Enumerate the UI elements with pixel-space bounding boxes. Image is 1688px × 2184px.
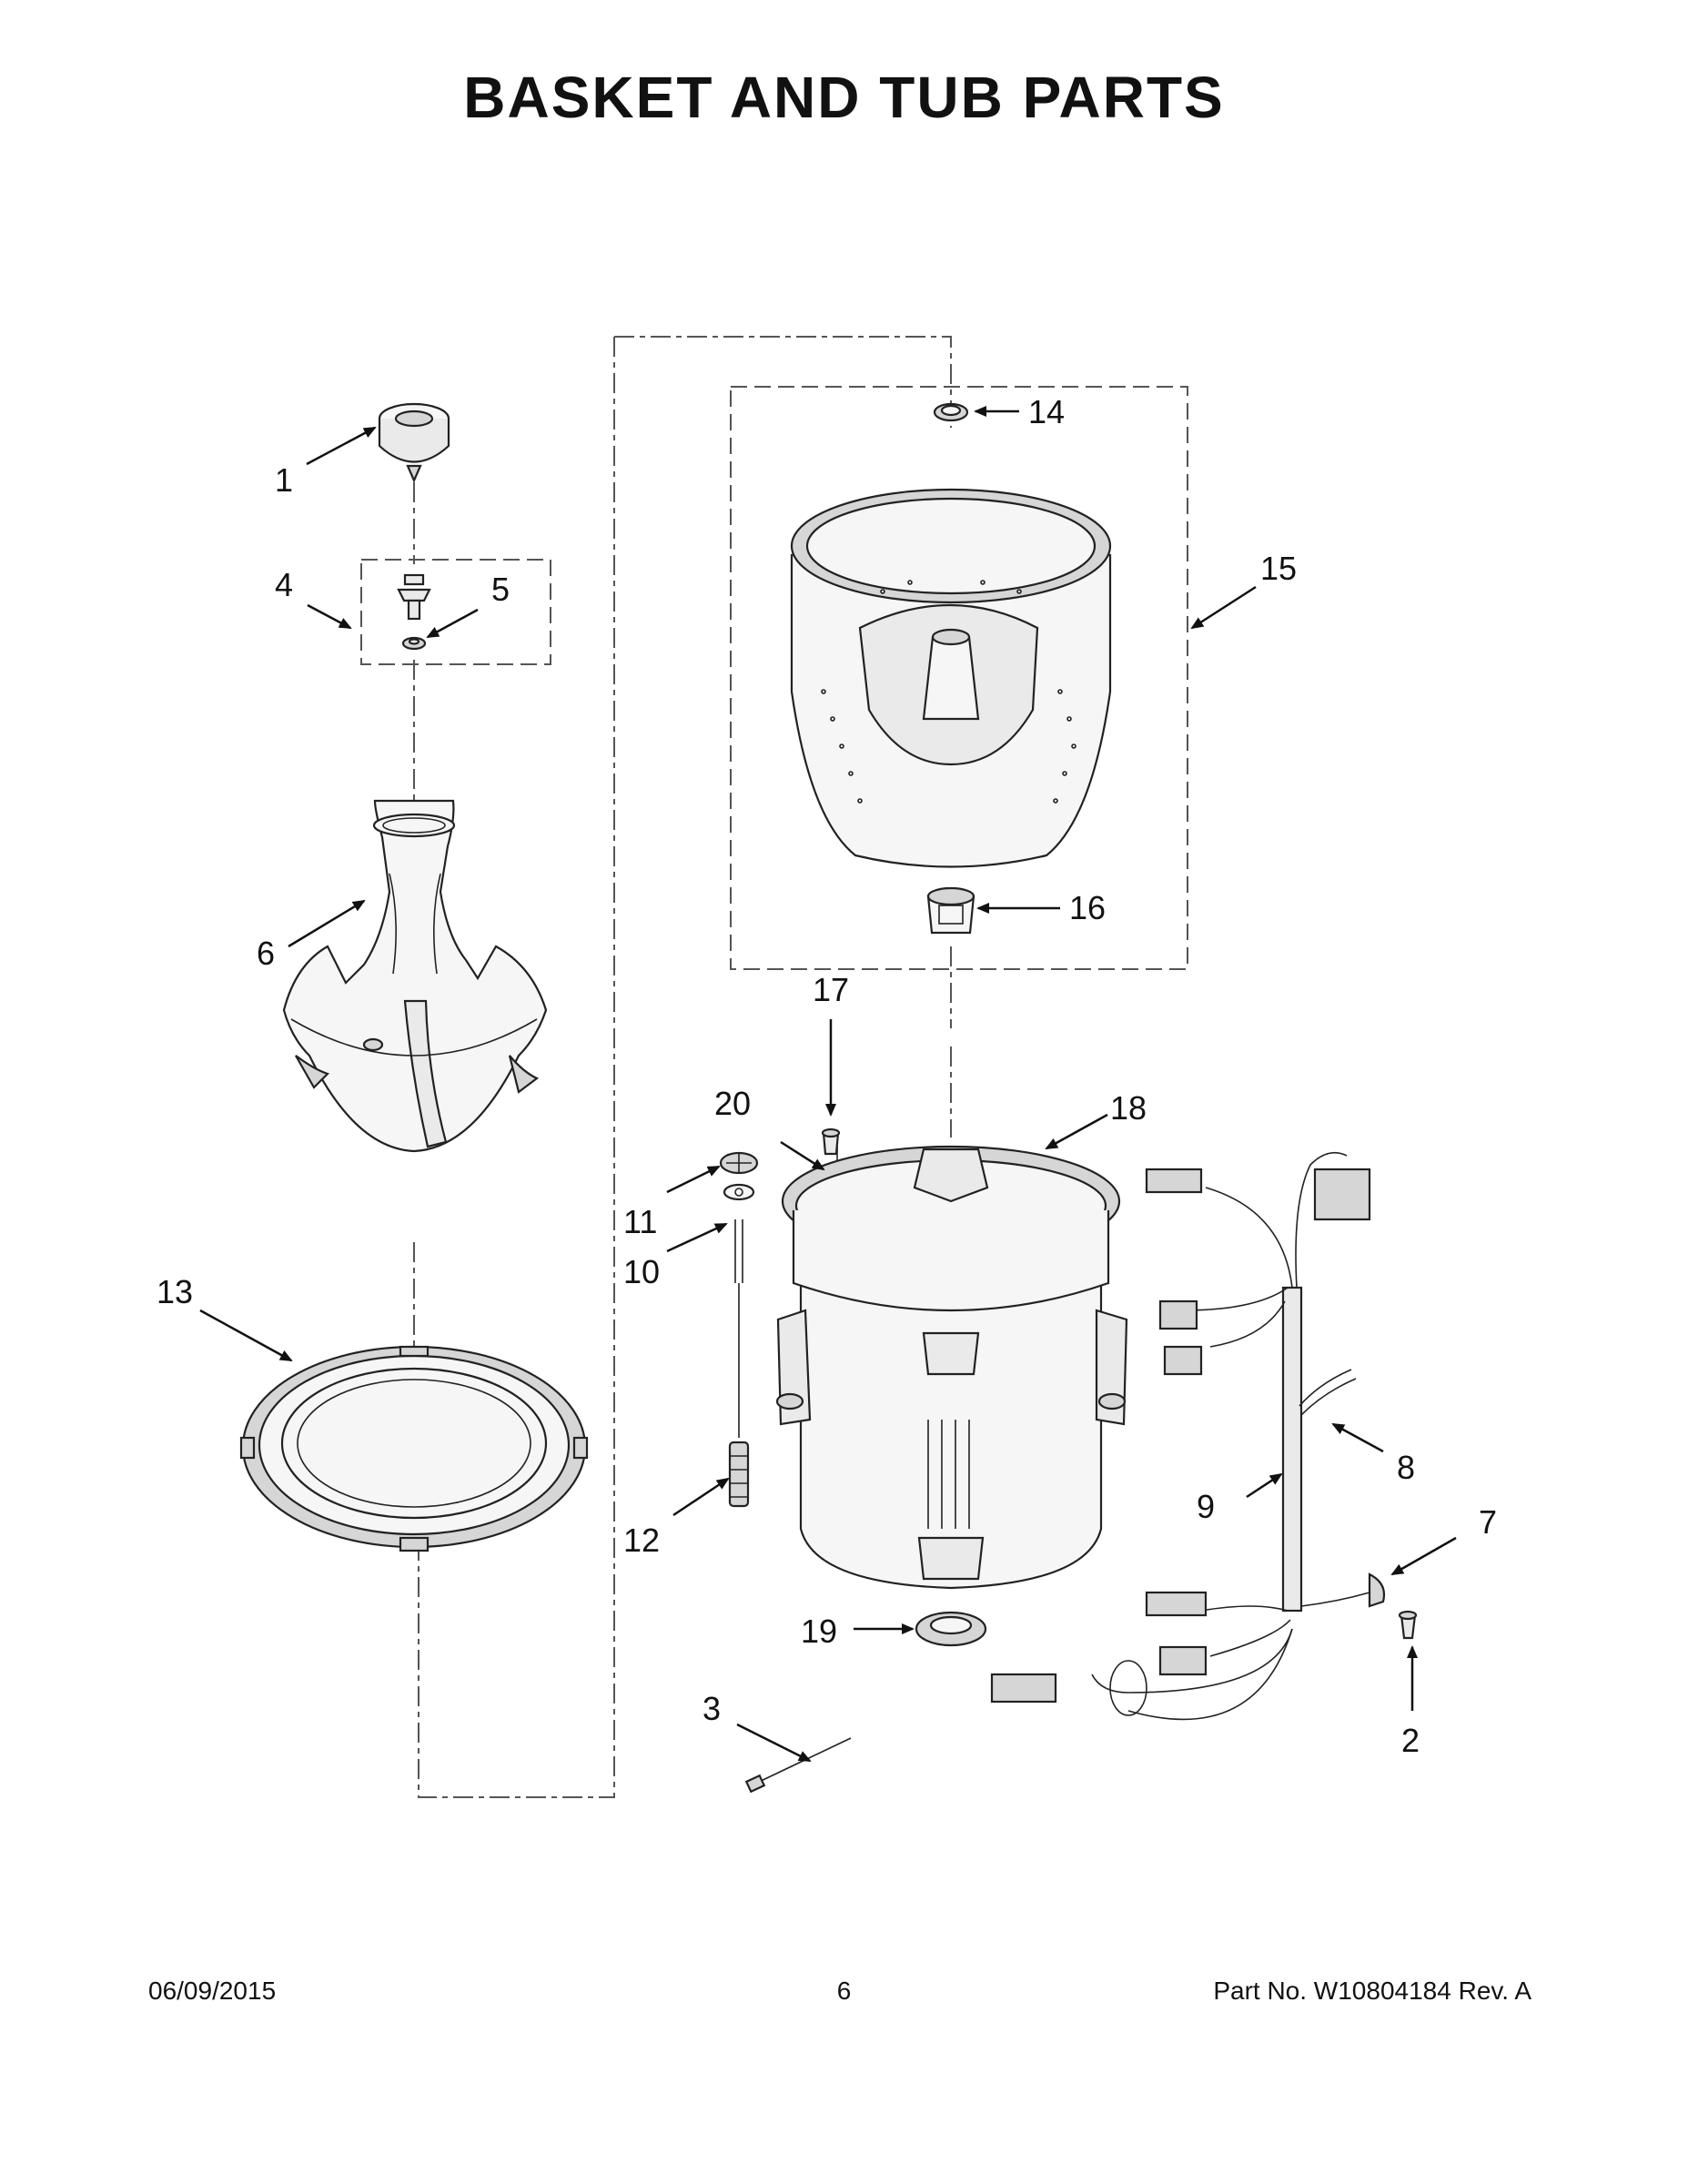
part-2-screw	[1398, 1610, 1418, 1640]
part-10-damper-top	[723, 1183, 755, 1438]
part-6-agitator	[282, 799, 548, 1153]
part-19-bearing	[915, 1611, 987, 1647]
callout-2: 2	[1401, 1722, 1420, 1759]
part-16-drive-hub	[926, 886, 975, 935]
part-11-cap	[719, 1151, 759, 1175]
callout-6: 6	[257, 935, 275, 972]
callout-8: 8	[1397, 1449, 1415, 1486]
part-3-rod	[744, 1737, 852, 1794]
callout-4: 4	[275, 566, 293, 603]
footer-date: 06/09/2015	[148, 1977, 277, 2005]
callout-20: 20	[714, 1085, 751, 1122]
callout-19: 19	[801, 1613, 837, 1650]
callout-18: 18	[1110, 1089, 1147, 1127]
callout-13: 13	[157, 1273, 193, 1310]
callout-15: 15	[1260, 550, 1297, 587]
part-7-clamp	[1300, 1572, 1386, 1608]
callout-12: 12	[623, 1522, 660, 1559]
callout-1: 1	[275, 461, 293, 499]
page-title: BASKET AND TUB PARTS	[463, 65, 1225, 130]
part-18-outer-tub	[775, 1145, 1128, 1590]
part-13-balance-ring	[239, 1345, 589, 1552]
callout-arrows	[199, 406, 1457, 1763]
footer-page-number: 6	[836, 1977, 852, 2005]
callout-9: 9	[1197, 1488, 1215, 1525]
callout-5: 5	[491, 571, 510, 608]
part-15-basket	[790, 488, 1112, 868]
callout-11: 11	[623, 1203, 657, 1240]
part-14-seal-ring	[933, 402, 969, 422]
callout-7: 7	[1479, 1503, 1497, 1541]
callout-10: 10	[623, 1253, 660, 1290]
callout-17: 17	[813, 971, 849, 1008]
callout-labels: 1 4 5 6 13 14 15 16 17 20 18 11 10 12 19…	[157, 393, 1497, 1759]
callout-16: 16	[1069, 889, 1106, 926]
part-9-wire-harness	[990, 1151, 1371, 1721]
part-4-5-bolt-washer	[397, 573, 431, 651]
part-8-hose	[1299, 1369, 1357, 1416]
part-1-agitator-cap	[378, 402, 450, 483]
part-17-screw	[821, 1127, 841, 1156]
footer-part-info: Part No. W10804184 Rev. A	[1213, 1977, 1531, 2005]
callout-3: 3	[702, 1690, 721, 1727]
callout-14: 14	[1028, 393, 1065, 430]
part-12-spring	[728, 1441, 750, 1508]
